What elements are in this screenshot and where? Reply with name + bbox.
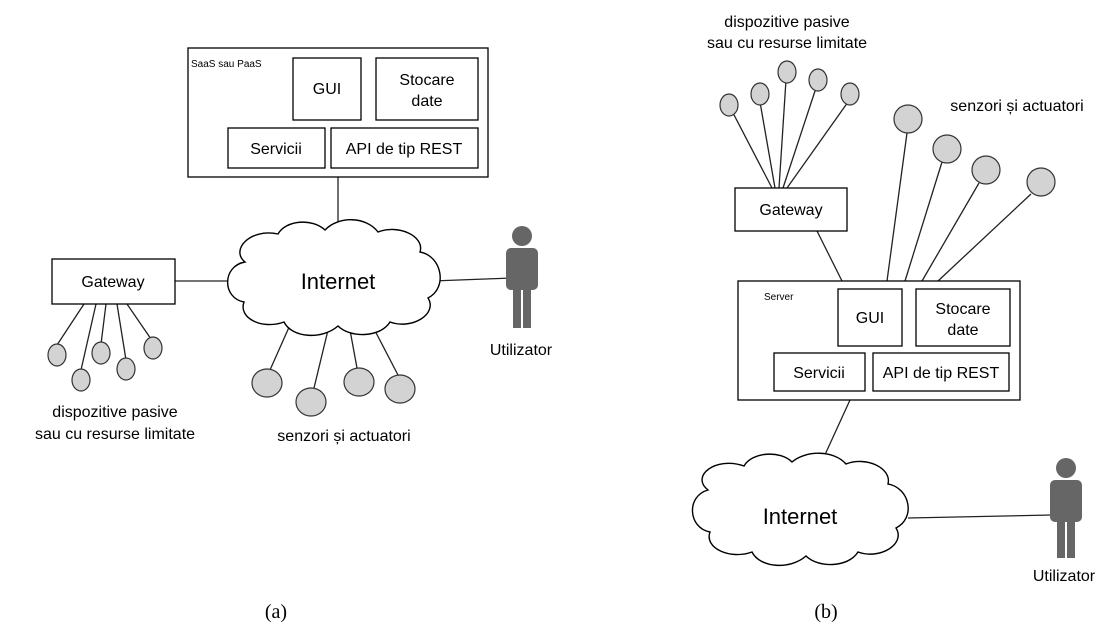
passive-device-node [719,93,739,117]
gateway-device-link [759,101,776,189]
sensor-node [384,374,416,404]
passive-devices-label-line2: sau cu resurse limitate [707,35,867,52]
storage-label-line1: Stocare [935,301,990,318]
gui-label: GUI [856,310,884,327]
sensor-server-link [886,132,908,282]
passive-device-node [116,357,136,381]
internet-cloud [227,219,441,337]
storage-label-line1: Stocare [399,72,454,89]
passive-device-node [143,336,163,360]
storage-box [915,288,1011,347]
caption-a: (a) [265,601,287,623]
internet-sensor-link [313,329,329,389]
user-label: Utilizator [1033,568,1096,585]
caption-b: (b) [814,601,837,623]
user-icon [506,226,538,328]
api-box [872,352,1010,392]
diagram-a: SaaS sau PaaS GUI Stocare date Servicii … [35,47,553,623]
sensor-server-link [904,161,943,282]
passive-device-node [808,68,828,92]
services-label: Servicii [250,141,302,158]
storage-box [375,57,479,121]
services-box [773,352,866,392]
gateway-box [51,258,176,305]
internet-cloud [691,452,909,567]
sensors-label: senzori și actuatori [950,98,1083,115]
sensor-server-link [921,182,980,282]
sensor-node [971,155,1001,185]
gateway-device-link [778,79,787,189]
gateway-label: Gateway [759,202,822,219]
gateway-device-link [116,303,127,361]
diagram-b: dispozitive pasive sau cu resurse limita… [691,14,1096,623]
passive-devices-label-line1: dispozitive pasive [52,404,178,421]
sensor-node [932,134,962,164]
gateway-server-link [816,230,843,282]
gateway-box [734,187,848,232]
sensors-label: senzori și actuatori [277,428,410,445]
user-label: Utilizator [490,342,553,359]
sensors-actuators [251,367,416,417]
gui-box [292,57,362,121]
gateway-label: Gateway [81,274,144,291]
passive-devices-label-line2: sau cu resurse limitate [35,426,195,443]
services-box [227,127,326,169]
gui-box [837,288,903,347]
internet-sensor-link [371,324,399,376]
passive-device-node [840,82,860,106]
gateway-device-link [126,303,152,340]
api-label: API de tip REST [883,365,1000,382]
passive-device-node [47,343,67,367]
diagram-a-connections [56,177,513,389]
sensor-node [1026,167,1056,197]
gateway-device-link [100,303,107,345]
internet-label: Internet [763,504,838,529]
gateway-device-link [731,110,773,189]
sensor-node [343,367,375,397]
passive-devices [719,60,860,117]
sensor-node [893,104,923,134]
sensors-actuators [893,104,1056,197]
storage-label-line2: date [947,322,978,339]
api-label: API de tip REST [346,141,463,158]
gateway-device-link [56,303,85,346]
internet-user-link [907,514,1053,519]
services-label: Servicii [793,365,845,382]
user-icon [1050,458,1082,558]
sensor-server-link [937,193,1032,282]
internet-sensor-link [349,329,358,369]
storage-label-line2: date [411,93,442,110]
passive-device-node [777,60,797,84]
gateway-device-link [782,87,817,189]
internet-label: Internet [301,269,376,294]
server-label: Server [764,292,794,303]
passive-devices [47,336,163,392]
internet-sensor-link [269,324,291,371]
passive-device-node [91,341,111,365]
sensor-node [251,368,283,398]
diagram-b-connections [731,79,1053,519]
gui-label: GUI [313,81,341,98]
internet-user-link [431,277,513,282]
gateway-device-link [786,101,849,189]
gateway-device-link [80,303,97,371]
passive-devices-label-line1: dispozitive pasive [724,14,850,31]
sensor-node [295,387,327,417]
passive-device-node [71,368,91,392]
passive-device-node [750,82,770,106]
platform-label: SaaS sau PaaS [191,59,262,70]
api-box [330,127,479,169]
